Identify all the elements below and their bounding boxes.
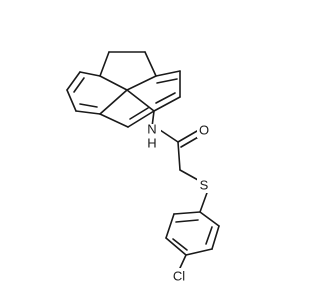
- bond: [205, 226, 213, 245]
- bond: [211, 225, 220, 250]
- atom-labels: N H O S Cl: [145, 122, 211, 284]
- sulfur-label: S: [200, 178, 209, 193]
- bond: [129, 107, 149, 120]
- nitrogen-label: N: [147, 122, 156, 137]
- chlorine-label: Cl: [173, 269, 185, 284]
- hydrogen-label: H: [147, 136, 156, 151]
- bond: [172, 238, 188, 251]
- bond: [127, 110, 155, 128]
- carbonyl-oxygen: O: [197, 122, 211, 138]
- bond: [79, 103, 98, 108]
- bond: [99, 51, 110, 77]
- bond: [159, 129, 179, 143]
- bond: [155, 92, 176, 104]
- bond: [165, 213, 175, 239]
- bond: [179, 254, 187, 269]
- bonds: [66, 51, 220, 269]
- bond: [75, 110, 101, 115]
- bond: [126, 75, 157, 91]
- bond: [177, 130, 198, 143]
- bond: [173, 211, 201, 215]
- bond: [73, 77, 85, 93]
- bond: [165, 237, 187, 256]
- bond: [66, 71, 81, 91]
- bond: [79, 71, 101, 77]
- bond: [66, 89, 77, 112]
- molecule-structure: N H O S Cl: [66, 51, 220, 284]
- bond: [155, 70, 181, 77]
- bond: [153, 96, 181, 112]
- chlorine-atom: Cl: [168, 268, 190, 284]
- bond: [177, 141, 181, 171]
- bond: [156, 78, 178, 84]
- bond: [99, 75, 128, 91]
- bond: [126, 89, 155, 112]
- amide-nitrogen: N H: [145, 122, 161, 151]
- bond: [99, 89, 128, 115]
- thioether-sulfur: S: [197, 177, 211, 193]
- bond: [199, 211, 220, 227]
- bond: [99, 113, 129, 128]
- bond: [179, 169, 199, 181]
- bond: [144, 51, 157, 77]
- bond: [180, 135, 201, 148]
- bond: [199, 189, 209, 213]
- bond: [185, 248, 213, 256]
- bond: [175, 219, 199, 223]
- oxygen-label: O: [199, 123, 209, 138]
